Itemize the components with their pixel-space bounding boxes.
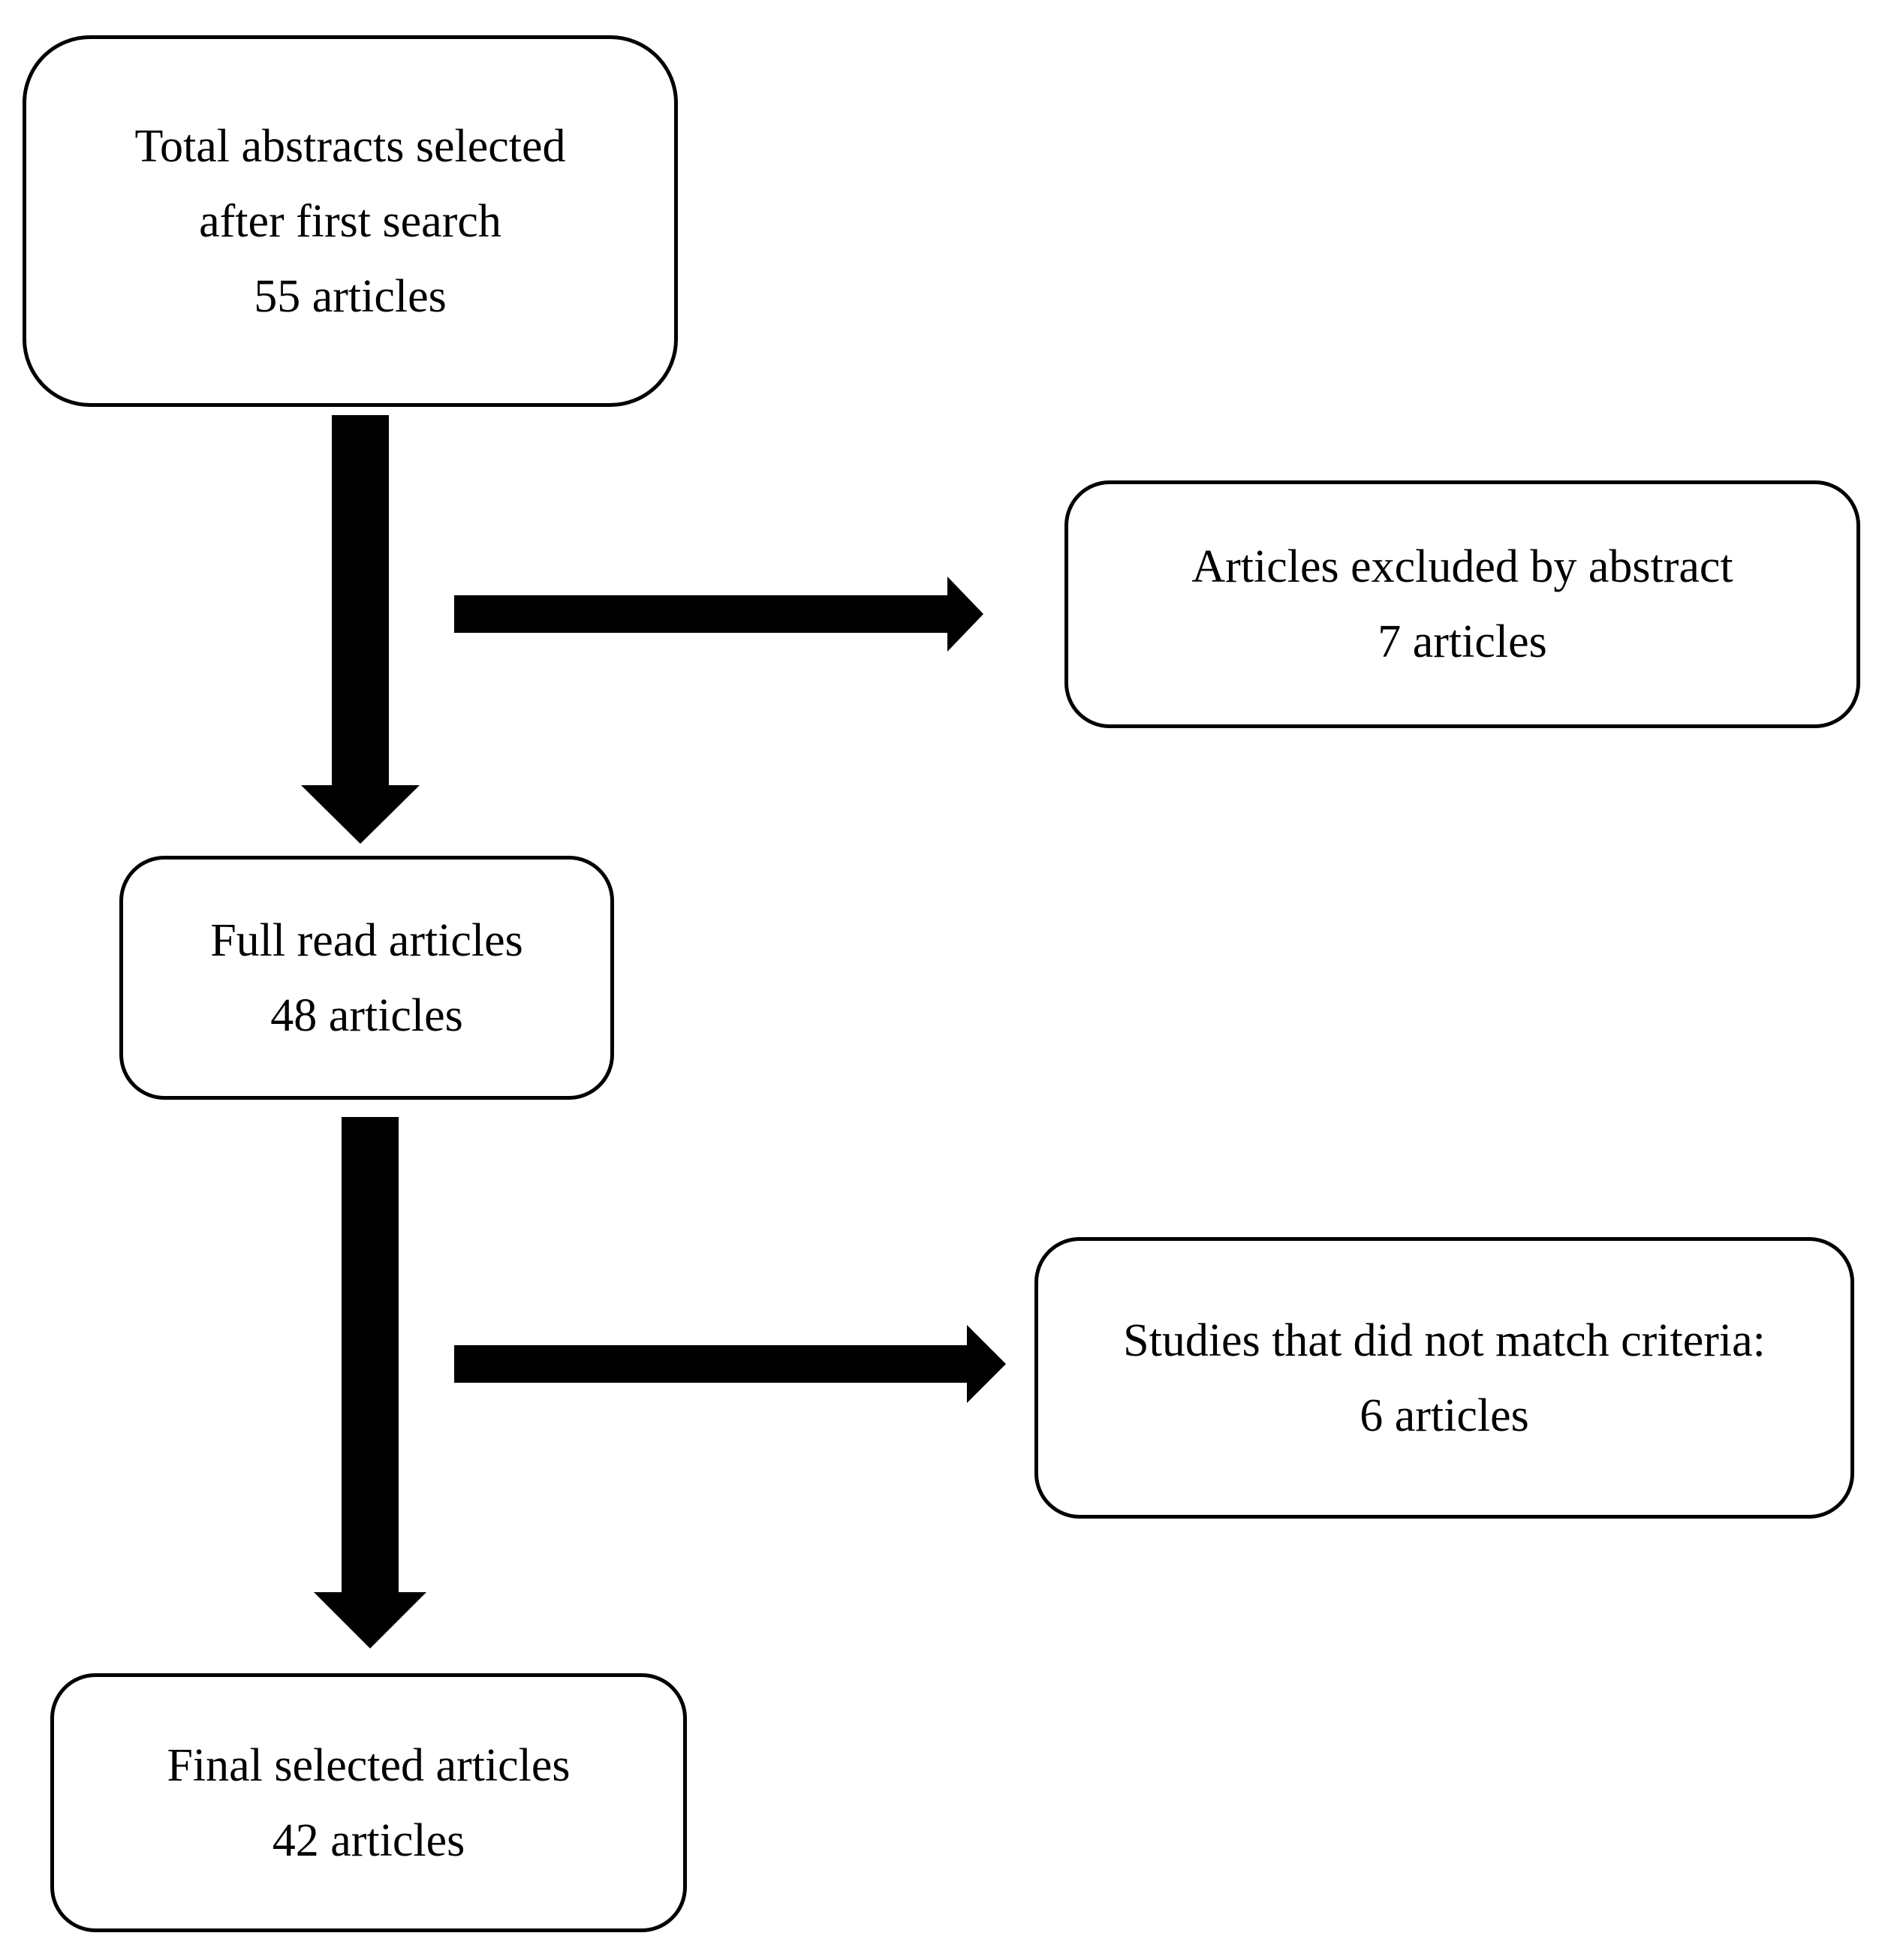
arrow-right-to-nomatch: [454, 1325, 1006, 1403]
node-total-line-1: Total abstracts selected: [134, 120, 566, 172]
node-nomatch-line-1: Studies that did not match criteria:: [1123, 1314, 1766, 1366]
node-total-count: 55 articles: [254, 270, 447, 322]
node-final-line-1: Final selected articles: [167, 1739, 571, 1791]
node-not-matching-criteria: Studies that did not match criteria: 6 a…: [1034, 1237, 1854, 1519]
node-fullread-line-1: Full read articles: [210, 914, 523, 966]
node-full-read: Full read articles 48 articles: [119, 856, 614, 1100]
node-fullread-count: 48 articles: [270, 989, 463, 1041]
arrow-down-fullread-to-final: [314, 1117, 426, 1648]
node-excluded-line-1: Articles excluded by abstract: [1191, 541, 1733, 592]
arrow-right-to-excluded: [454, 577, 983, 652]
node-total-line-2: after first search: [199, 195, 501, 247]
node-total-abstracts: Total abstracts selected after first sea…: [23, 35, 678, 407]
node-nomatch-count: 6 articles: [1360, 1389, 1529, 1441]
node-final-selected: Final selected articles 42 articles: [50, 1673, 687, 1932]
node-excluded-count: 7 articles: [1378, 616, 1547, 667]
arrow-down-total-to-fullread: [301, 415, 420, 844]
node-final-count: 42 articles: [272, 1814, 465, 1866]
node-excluded-by-abstract: Articles excluded by abstract 7 articles: [1064, 480, 1860, 728]
